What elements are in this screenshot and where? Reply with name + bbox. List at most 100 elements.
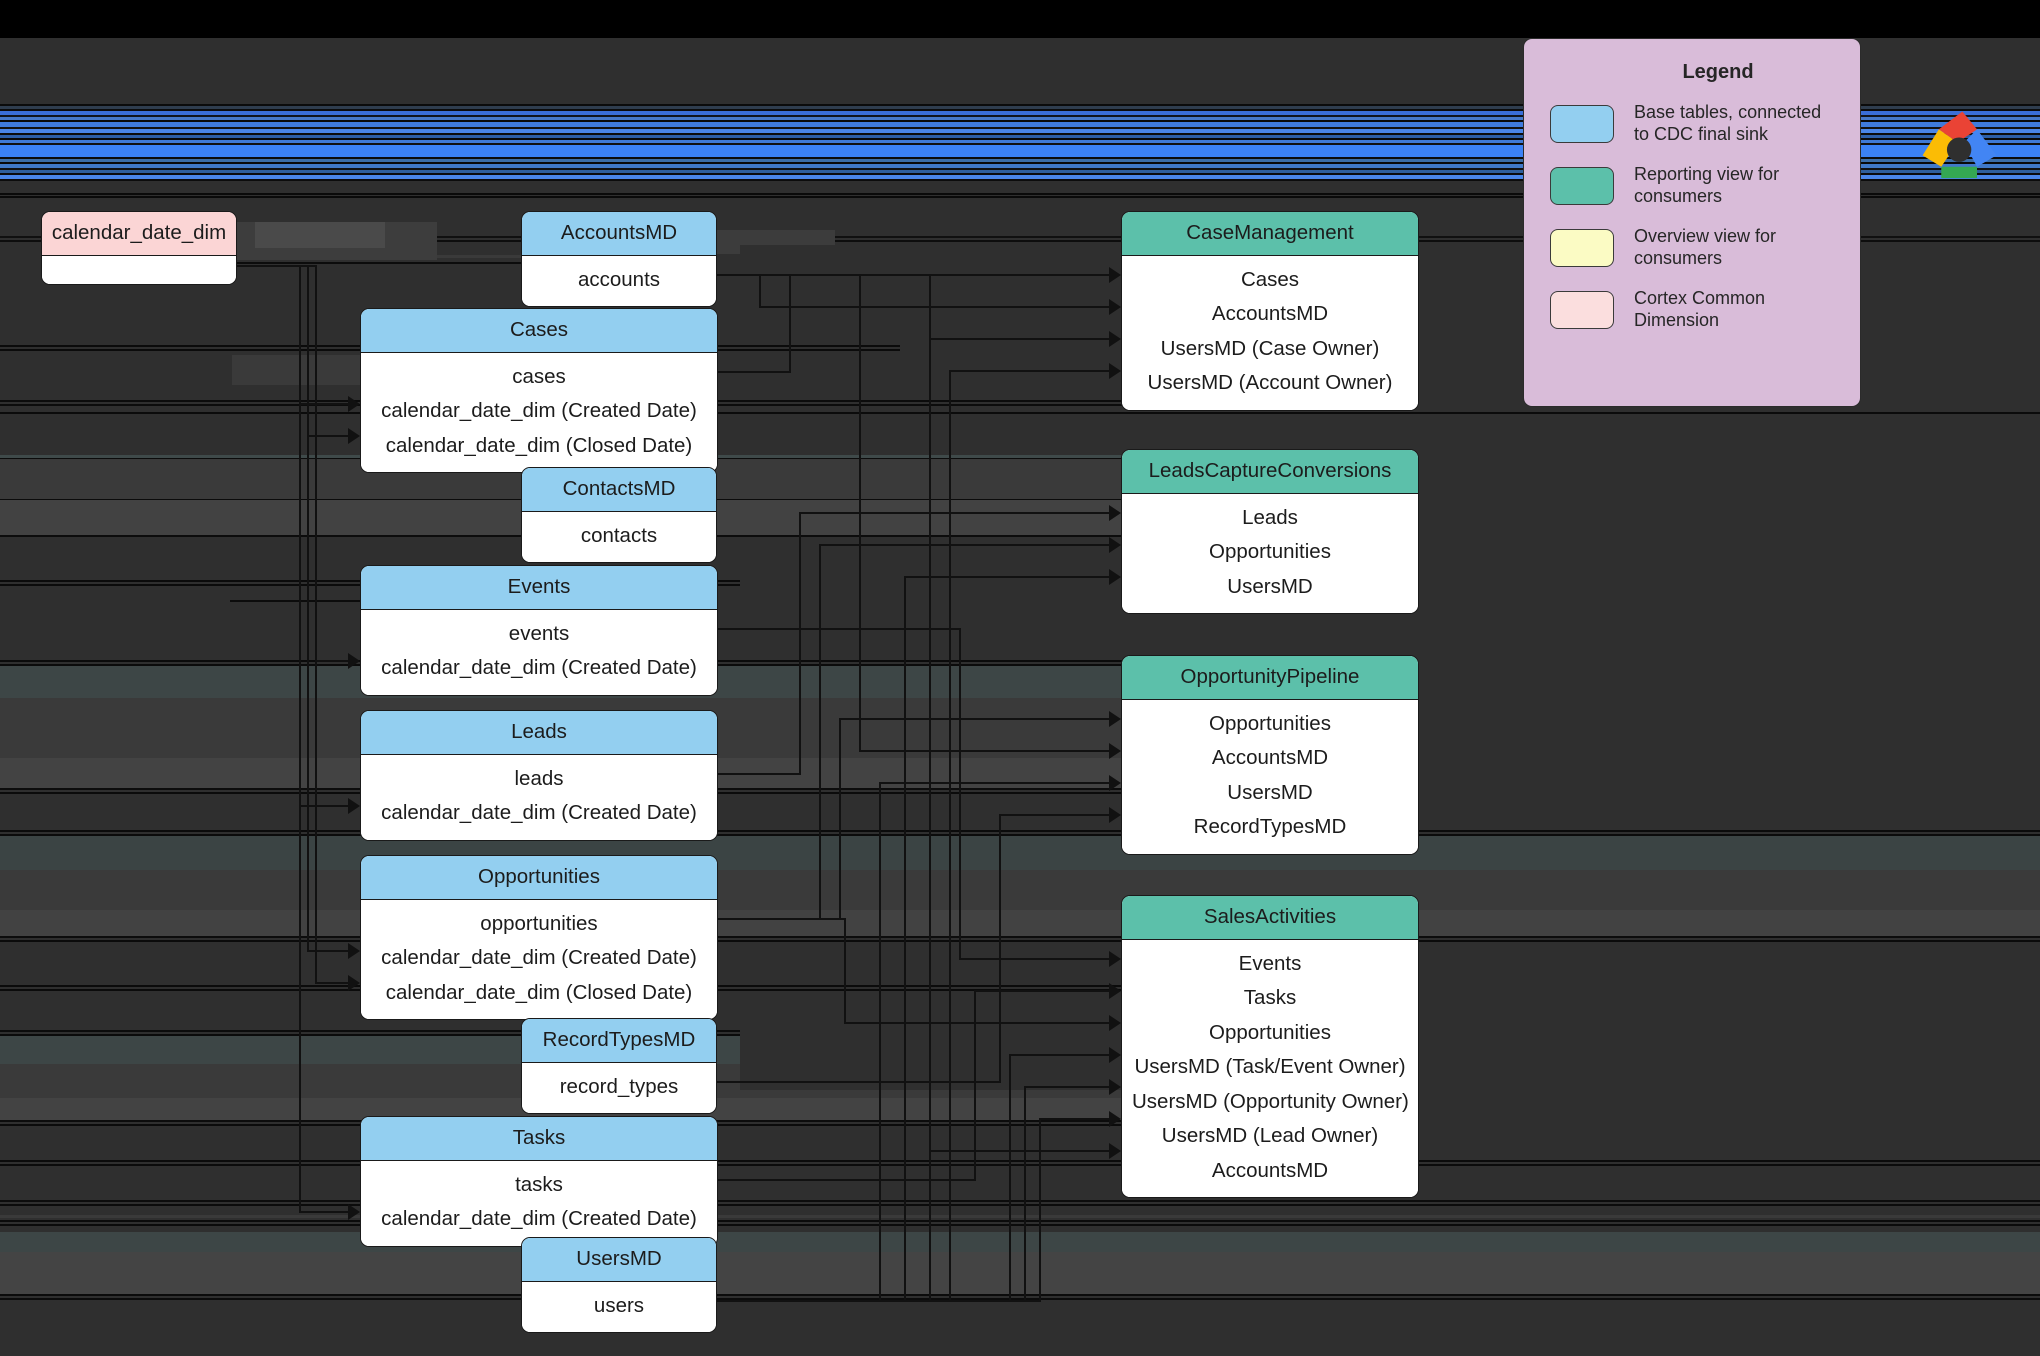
entity-table-row: Leads [1242,505,1298,529]
entity-table-row: record_types [559,1074,679,1098]
entity-table-row: Tasks [1243,986,1297,1009]
entity-table-row: Opportunities [1209,540,1331,563]
entity-table-header: Leads [361,711,717,755]
entity-table-row: Opportunities [1209,711,1331,735]
render-artifact-band [0,120,2040,122]
render-artifact-band [0,173,2040,175]
entity-table-calendar_date_dim[interactable]: calendar_date_dim [41,211,237,285]
entity-table-row: cases [512,364,566,388]
render-artifact-band [0,135,2040,138]
entity-table-leads[interactable]: Leads leads calendar_date_dim (Created Dat… [360,710,718,841]
entity-table-header: Tasks [361,1117,717,1161]
entity-table-body: opportunities calendar_date_dim (Created … [361,899,717,1019]
entity-table-row: calendar_date_dim (Created Date) [381,656,697,679]
legend-label: Overview view for consumers [1634,225,1777,268]
render-artifact-band [0,140,2040,143]
render-artifact-band [0,104,2040,106]
render-artifact-band [230,262,700,264]
render-artifact-smear [255,222,385,248]
connector-arrowhead [1109,331,1121,347]
render-artifact-band [0,170,2040,173]
connector-arrowhead [1109,1143,1121,1159]
render-artifact-band [0,196,2040,198]
render-artifact-band [0,1224,2040,1226]
render-artifact-band [0,1294,2040,1296]
entity-table-row: calendar_date_dim (Created Date) [381,399,697,422]
entity-table-row: contacts [580,523,658,547]
entity-table-header: Events [361,566,717,610]
entity-table-cases[interactable]: Cases cases calendar_date_dim (Created Dat… [360,308,718,473]
entity-table-row: Opportunities [1209,1020,1331,1044]
render-artifact-band [0,127,2040,129]
render-artifact-smear [740,245,1150,305]
entity-table-row: AccountsMD [1211,746,1329,769]
entity-table-row: RecordTypesMD [1193,815,1347,838]
entity-table-row: opportunities [480,911,598,935]
render-artifact-band [0,1220,2040,1222]
entity-table-row: calendar_date_dim (Created Date) [381,801,697,824]
connector-arrowhead [1109,807,1121,823]
entity-table-row: AccountsMD [1211,1158,1329,1182]
entity-table-body [42,255,236,284]
connector-arrowhead [348,943,360,959]
entity-table-row: leads [514,766,564,790]
render-artifact-band [0,162,2040,164]
entity-table-body: users [522,1281,716,1332]
google-cloud-logo [1905,105,2010,183]
render-artifact-band [0,240,2040,242]
render-artifact-band [0,179,2040,181]
entity-table-header: Cases [361,309,717,353]
connector-arrowhead [348,798,360,814]
entity-table-row: calendar_date_dim (Created Date) [381,1207,697,1230]
entity-table-body: accounts [522,255,716,306]
render-artifact-band [0,115,2040,117]
entity-table-row: Events [1238,951,1302,975]
render-artifact-band [0,193,2040,195]
render-artifact-band [0,1200,2040,1202]
render-artifact-band [0,236,2040,238]
render-artifact-band [0,129,2040,133]
render-artifact-band [0,168,2040,170]
render-artifact-band [0,1164,2040,1166]
render-artifact-band [0,1232,2040,1252]
render-artifact-band [0,117,2040,120]
render-artifact-band [230,255,650,258]
render-artifact-band [0,109,2040,111]
entity-table-row: UsersMD (Case Owner) [1160,336,1380,360]
legend-item: Base tables, connected to CDC final sink [1524,102,1860,146]
render-artifact-band [0,159,2040,162]
connector-arrowhead [348,428,360,444]
render-artifact-band [0,1215,2040,1218]
render-artifact-band [0,940,2040,942]
legend-rows: Base tables, connected to CDC final sink… [1524,102,1860,332]
entity-table-header: LeadsCaptureConversions [1122,450,1418,494]
render-artifact-band [0,164,2040,168]
render-artifact-band [0,936,2040,938]
render-artifact-band [0,1298,2040,1300]
connector-arrowhead [1109,363,1121,379]
render-artifact-band [0,106,2040,109]
render-artifact-band [0,138,2040,140]
entity-table-row: UsersMD (Account Owner) [1147,371,1393,394]
legend-item: Cortex Common Dimension [1524,288,1860,332]
entity-table-row: calendar_date_dim (Created Date) [381,946,697,969]
entity-table-header: AccountsMD [522,212,716,256]
legend-panel: Legend Base tables, connected to CDC fin… [1523,38,1861,407]
